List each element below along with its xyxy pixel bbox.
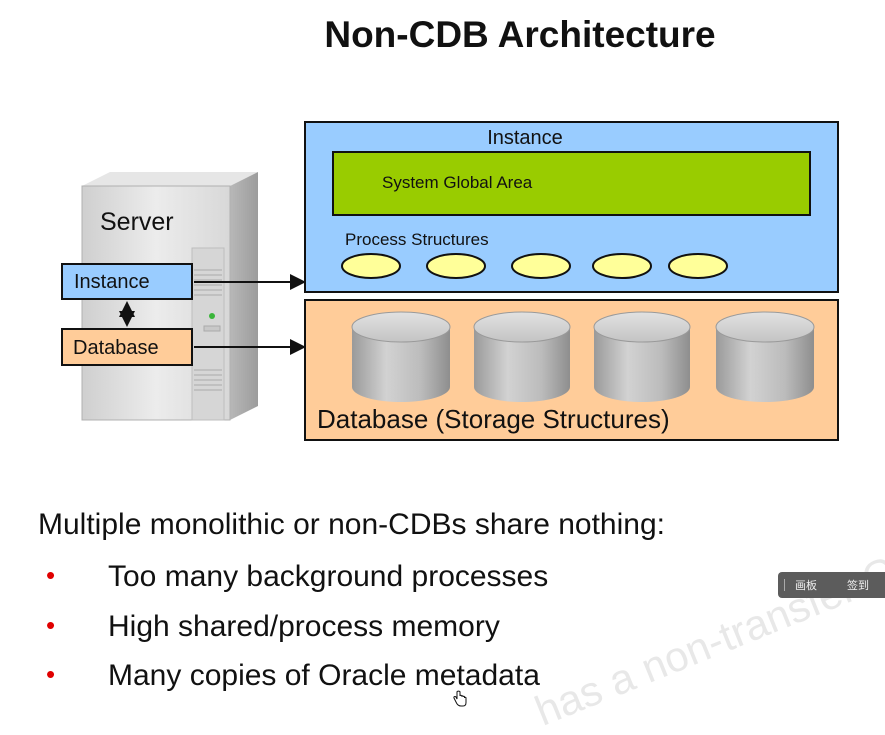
bullet-intro: Multiple monolithic or non-CDBs share no… [38, 508, 665, 541]
bullet-section: Multiple monolithic or non-CDBs share no… [38, 508, 665, 692]
server-label: Server [100, 208, 174, 236]
toolbar-button-draw[interactable]: 画板 [795, 580, 817, 592]
bullet-dot-icon: • [46, 560, 56, 590]
storage-cylinder [473, 311, 571, 402]
process-ellipse [341, 253, 401, 279]
process-ellipse [426, 253, 486, 279]
process-ellipse [592, 253, 652, 279]
bullet-dot-icon: • [46, 610, 56, 640]
bullet-dot-icon: • [46, 659, 56, 689]
toolbar-handle[interactable] [784, 579, 785, 591]
storage-cylinder [351, 311, 451, 402]
server-database-label: Database [73, 337, 159, 359]
server-instance-label: Instance [74, 271, 150, 293]
sga-box [332, 151, 811, 216]
toolbar-button-checkin[interactable]: 签到 [847, 580, 869, 592]
hand-cursor-icon [453, 690, 467, 707]
server-database-box [61, 328, 193, 366]
storage-cylinder [715, 311, 815, 402]
architecture-diagram: Server Instance Database Instance System… [61, 121, 839, 441]
server-instance-box [61, 263, 193, 300]
process-structures-label: Process Structures [345, 230, 489, 249]
server-tower [81, 172, 258, 421]
process-ellipse [511, 253, 571, 279]
database-panel-label: Database (Storage Structures) [317, 404, 670, 434]
storage-cylinder [593, 311, 691, 402]
page-title: Non-CDB Architecture [324, 14, 716, 55]
instance-panel-label: Instance [487, 127, 563, 149]
floating-toolbar: 画板 签到 [778, 572, 885, 598]
power-led-icon [209, 313, 215, 319]
sga-label: System Global Area [382, 173, 533, 192]
process-ellipse [668, 253, 728, 279]
